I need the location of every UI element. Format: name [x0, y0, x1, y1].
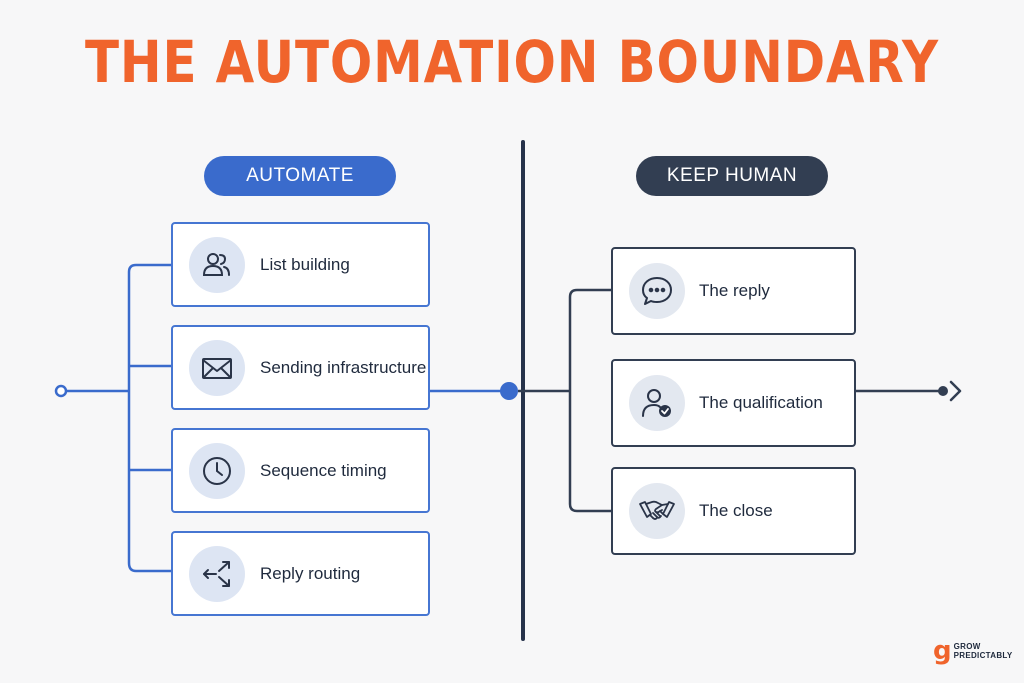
human-bracket — [568, 288, 611, 513]
page-title: THE AUTOMATION BOUNDARY — [85, 28, 939, 96]
brand-mark: g — [933, 636, 952, 666]
user-check-icon — [629, 375, 685, 431]
human-card-the-reply: The reply — [611, 247, 856, 335]
routing-arrows-icon — [189, 545, 245, 602]
card-label: Sequence timing — [260, 460, 387, 480]
automate-header: AUTOMATE — [204, 156, 396, 196]
card-label: The reply — [699, 281, 770, 300]
start-node — [54, 384, 68, 398]
human-card-the-qualification: The qualification — [611, 359, 856, 447]
card-label: Reply routing — [260, 563, 361, 583]
automate-card-reply-routing: Reply routing — [171, 531, 430, 616]
brand-logo: g GROW PREDICTABLY — [933, 638, 1013, 664]
card-label: List building — [260, 254, 350, 274]
mail-icon — [189, 339, 245, 396]
end-node — [938, 386, 948, 396]
automate-card-list-building: List building — [171, 222, 430, 307]
boundary-node — [500, 382, 518, 400]
automate-card-sending-infrastructure: Sending infrastructure — [171, 325, 430, 410]
card-label: The close — [699, 501, 773, 520]
brand-line-1: GROW — [953, 642, 981, 651]
automate-bracket — [127, 263, 171, 573]
keep-human-header: KEEP HUMAN — [636, 156, 828, 196]
automate-card-sequence-timing: Sequence timing — [171, 428, 430, 513]
card-label: The qualification — [699, 393, 823, 412]
users-icon — [189, 236, 245, 293]
clock-icon — [189, 442, 245, 499]
card-label: Sending infrastructure — [260, 357, 427, 377]
brand-line-2: PREDICTABLY — [953, 651, 1013, 660]
human-card-the-close: The close — [611, 467, 856, 555]
chat-bubble-icon — [629, 263, 685, 319]
handshake-icon — [629, 483, 685, 539]
end-arrow-icon — [949, 380, 962, 402]
